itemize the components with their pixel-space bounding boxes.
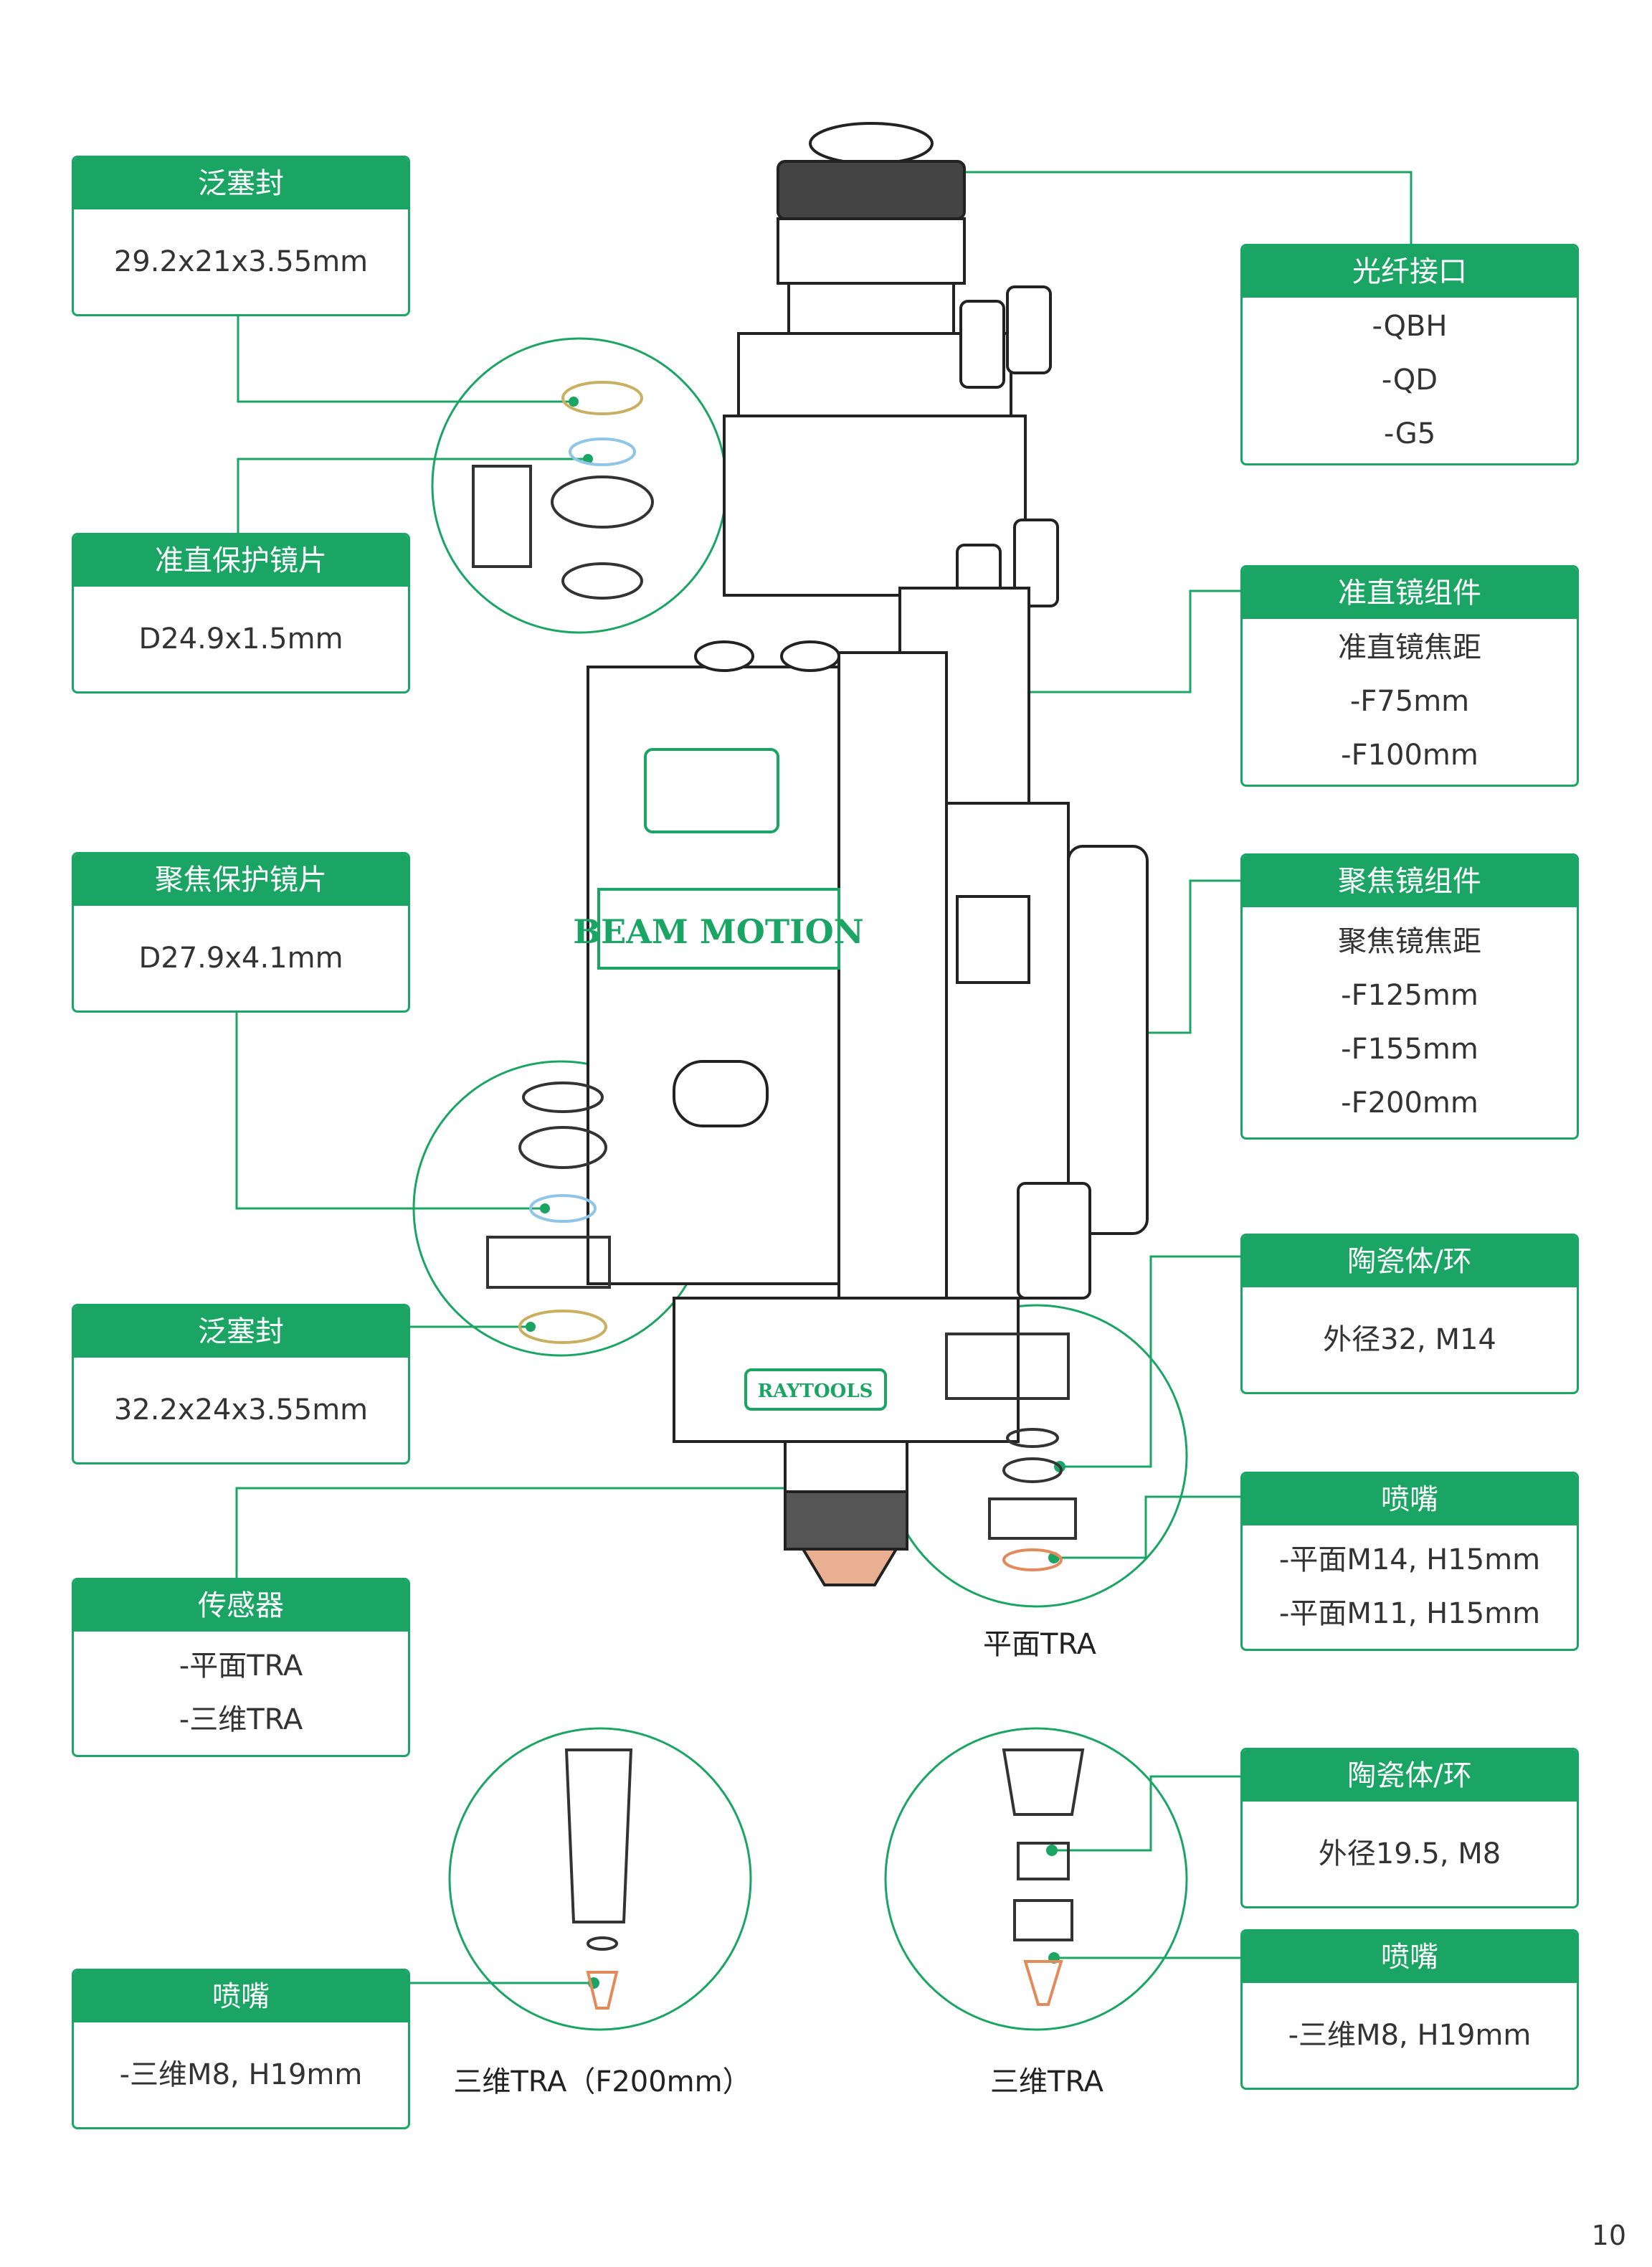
card-sensor: 传感器 -平面TRA -三维TRA — [72, 1578, 410, 1757]
card-line: 32.2x24x3.55mm — [113, 1393, 369, 1426]
card-line: -三维TRA — [179, 1703, 303, 1736]
card-line: -平面M14, H15mm — [1278, 1543, 1541, 1576]
card-nozzle-3d-right: 喷嘴 -三维M8, H19mm — [1240, 1929, 1579, 2090]
card-line: -QD — [1381, 364, 1438, 397]
card-ceramic-3d: 陶瓷体/环 外径19.5, M8 — [1240, 1748, 1579, 1908]
detail-circle-3d-left — [448, 1727, 752, 2031]
card-seal-bottom: 泛塞封 32.2x24x3.55mm — [72, 1304, 410, 1464]
card-collimator: 准直镜组件 准直镜焦距 -F75mm -F100mm — [1240, 565, 1579, 787]
page-number: 10 — [1591, 2220, 1626, 2251]
card-line: 29.2x21x3.55mm — [113, 245, 369, 278]
card-title: 传感器 — [74, 1580, 408, 1632]
card-title: 准直镜组件 — [1243, 567, 1577, 619]
card-focus-protect: 聚焦保护镜片 D27.9x4.1mm — [72, 852, 410, 1013]
card-line: -F75mm — [1349, 685, 1470, 718]
card-line: 聚焦镜焦距 — [1338, 924, 1481, 958]
card-title: 准直保护镜片 — [74, 535, 408, 587]
caption-3d-tra-f200: 三维TRA（F200mm） — [453, 2065, 751, 2098]
card-line: -三维M8, H19mm — [119, 2058, 363, 2091]
leader-collimator-protect — [237, 458, 588, 534]
caption-flat-tra: 平面TRA — [983, 1628, 1096, 1661]
card-nozzle-3d-left: 喷嘴 -三维M8, H19mm — [72, 1969, 410, 2129]
card-collimator-protect: 准直保护镜片 D24.9x1.5mm — [72, 533, 410, 694]
leader-seal-top — [237, 316, 574, 403]
caption-3d-tra: 三维TRA — [990, 2065, 1103, 2098]
brand-plate-text: BEAM MOTION — [573, 912, 863, 951]
card-line: 外径19.5, M8 — [1318, 1837, 1501, 1870]
card-line: -G5 — [1383, 417, 1436, 450]
card-title: 聚焦镜组件 — [1243, 856, 1577, 907]
card-line: -F155mm — [1341, 1032, 1478, 1066]
card-line: D24.9x1.5mm — [138, 622, 343, 656]
card-line: 外径32, M14 — [1323, 1322, 1496, 1356]
card-title: 喷嘴 — [1243, 1474, 1577, 1525]
card-line: 准直镜焦距 — [1338, 631, 1481, 664]
leader-ceramic-flat — [1060, 1255, 1242, 1468]
card-title: 喷嘴 — [74, 1971, 408, 2022]
leader-nozzle-flat — [1054, 1495, 1242, 1559]
card-line: -F200mm — [1341, 1086, 1478, 1120]
card-fiber: 光纤接口 -QBH -QD -G5 — [1240, 244, 1579, 465]
card-nozzle-flat: 喷嘴 -平面M14, H15mm -平面M11, H15mm — [1240, 1472, 1579, 1651]
card-line: D27.9x4.1mm — [138, 941, 343, 975]
leader-ceramic-3d — [1052, 1775, 1242, 1852]
card-title: 泛塞封 — [74, 158, 408, 209]
detail-circle-top — [431, 337, 728, 634]
card-title: 陶瓷体/环 — [1243, 1236, 1577, 1287]
card-line: -平面M11, H15mm — [1278, 1597, 1541, 1630]
leader-collimator — [981, 590, 1242, 694]
card-title: 聚焦保护镜片 — [74, 854, 408, 906]
detail-circle-3d-right — [884, 1727, 1188, 2031]
card-line: -三维M8, H19mm — [1288, 2018, 1532, 2052]
card-ceramic-flat: 陶瓷体/环 外径32, M14 — [1240, 1234, 1579, 1394]
card-seal-top: 泛塞封 29.2x21x3.55mm — [72, 156, 410, 316]
leader-focus-protect — [235, 1008, 545, 1210]
leader-sensor — [235, 1487, 804, 1578]
cutting-head-drawing — [587, 122, 1149, 1586]
card-title: 陶瓷体/环 — [1243, 1750, 1577, 1802]
card-line: -QBH — [1372, 310, 1448, 343]
card-title: 喷嘴 — [1243, 1931, 1577, 1983]
card-focus: 聚焦镜组件 聚焦镜焦距 -F125mm -F155mm -F200mm — [1240, 853, 1579, 1140]
card-title: 泛塞封 — [74, 1306, 408, 1358]
sensor-plate-text: RAYTOOLS — [758, 1381, 873, 1402]
card-line: -F100mm — [1341, 739, 1478, 772]
leader-fiber — [853, 171, 1413, 245]
card-line: -F125mm — [1341, 978, 1478, 1012]
card-title: 光纤接口 — [1243, 246, 1577, 298]
card-line: -平面TRA — [179, 1650, 303, 1682]
